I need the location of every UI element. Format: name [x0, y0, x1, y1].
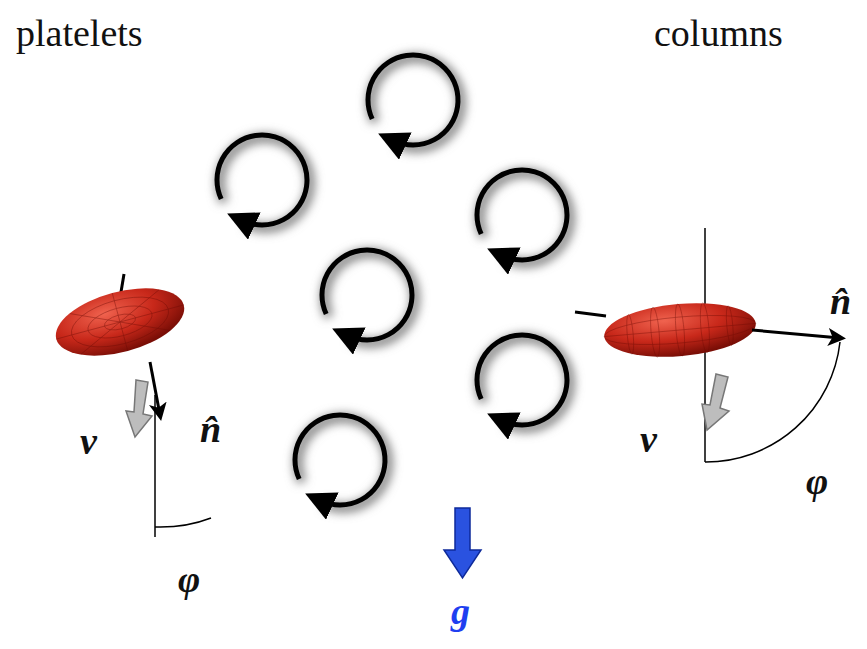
column-particle: [575, 228, 840, 462]
orientation-symbol: n̂: [200, 410, 221, 448]
velocity-symbol: v: [80, 422, 97, 460]
orientation-symbol: n̂: [830, 282, 851, 320]
gravity-arrow: [444, 508, 481, 578]
angle-symbol: φ: [806, 462, 828, 500]
gravity-symbol: g: [451, 592, 470, 630]
platelet-particle: [48, 274, 211, 537]
vortex-shadows: [220, 58, 570, 508]
velocity-symbol: v: [640, 420, 657, 458]
group-heading: platelets: [16, 14, 143, 52]
vortices: [217, 55, 567, 505]
angle-symbol: φ: [178, 560, 200, 598]
group-heading: columns: [654, 14, 783, 52]
